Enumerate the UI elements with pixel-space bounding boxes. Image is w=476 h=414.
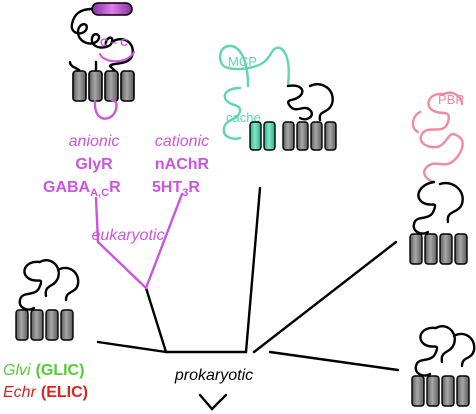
tm-helix-icon: [120, 70, 135, 102]
tree-branch-mcp: [244, 186, 262, 354]
elic-channel-glyph: [411, 325, 476, 407]
tm-helix-icon: [324, 121, 337, 151]
pbp-domain-icon: [419, 92, 464, 184]
anionic-label: anionic: [69, 133, 120, 150]
ecd-loop-icon: [286, 84, 314, 121]
ecd-loop-icon: [18, 260, 43, 311]
tm-helix-icon: [310, 121, 323, 151]
mcp-domain-icon: [218, 44, 290, 88]
tm-helix-icon: [456, 375, 470, 407]
tm-helix-icon: [409, 233, 423, 265]
tm-helix-bundle: [409, 233, 468, 265]
tm-helix-icon: [411, 375, 425, 407]
intracellular-loop-icon: [93, 98, 118, 120]
cache-helix-icon: [263, 121, 276, 151]
cache-helix-icon: [249, 121, 262, 151]
pbp-channel-glyph: PBP: [409, 91, 468, 265]
prokaryotic-species-labels: Glvi(GLIC) Echr(ELIC): [3, 362, 88, 401]
tm-helix-icon: [72, 70, 87, 102]
tm-helix-icon: [296, 121, 309, 151]
tree-branch-cationic: [144, 192, 184, 290]
tm-helix-bundle: [282, 121, 337, 151]
gaba-label: GABAA,CR: [43, 179, 121, 199]
tree-branch-eukaryotic: [144, 286, 168, 354]
tm-helix-icon: [439, 233, 453, 265]
eukaryotic-label: eukaryotic: [92, 227, 165, 244]
tm-helix-icon: [454, 233, 468, 265]
tm-helix-icon: [15, 309, 29, 341]
cys-loop-label: C – C: [100, 37, 128, 49]
eukaryotic-labels: anionic cationic GlyR nAChR GABAA,CR 5HT…: [43, 133, 210, 244]
tm-helix-icon: [441, 375, 455, 407]
cys-disulfide-loop-icon: [99, 51, 135, 63]
tm-helix-icon: [282, 121, 295, 151]
ecd-loop-icon: [308, 83, 334, 122]
tm-helix-bundle: [72, 70, 135, 102]
tm-helix-bundle: [15, 309, 74, 341]
ecd-loop-icon: [412, 180, 437, 235]
tm-helix-icon: [424, 233, 438, 265]
tm-helix-icon: [60, 309, 74, 341]
mcp-cache-channel-glyph: MCP cache: [218, 44, 337, 151]
glic-channel-glyph: [15, 259, 80, 341]
echr-label: Echr(ELIC): [3, 384, 88, 401]
ecd-loop-icon: [414, 326, 439, 377]
mcp-label: MCP: [228, 54, 257, 69]
5ht3r-label: 5HT3R: [152, 179, 200, 199]
eukaryotic-subtree: [94, 192, 184, 290]
tree-branch-pbp: [252, 240, 398, 354]
tm-helix-icon: [30, 309, 44, 341]
membrane-anchor-icon: [91, 2, 133, 16]
prokaryotic-label: prokaryotic: [174, 367, 253, 384]
ecd-loop-icon: [438, 181, 464, 224]
ecd-loop-icon: [434, 325, 476, 368]
pbp-label: PBP: [438, 92, 464, 107]
tree-branch-anionic: [94, 196, 100, 244]
eukaryotic-channel-glyph: C – C: [68, 2, 135, 120]
pbp-domain-icon: [411, 91, 464, 134]
glyr-label: GlyR: [75, 156, 113, 173]
tm-helix-bundle: [411, 375, 470, 407]
cationic-label: cationic: [155, 133, 209, 150]
tm-helix-icon: [88, 70, 103, 102]
ecd-loop-icon: [38, 259, 80, 302]
tree-branch-glic: [96, 340, 168, 354]
cache-domain-icon: [222, 86, 242, 140]
glvi-label: Glvi(GLIC): [3, 362, 84, 379]
ecd-loop-icon: [70, 7, 114, 49]
tm-helix-icon: [104, 70, 119, 102]
tm-helix-icon: [45, 309, 59, 341]
cache-label: cache: [226, 110, 261, 125]
tree-branch-elic: [268, 350, 400, 372]
nachr-label: nAChR: [155, 156, 210, 173]
tree-root: [198, 393, 228, 411]
tm-helix-icon: [426, 375, 440, 407]
tree-branch-anionic-cationic-split: [96, 240, 148, 290]
phylogenetic-tree: [96, 186, 400, 411]
